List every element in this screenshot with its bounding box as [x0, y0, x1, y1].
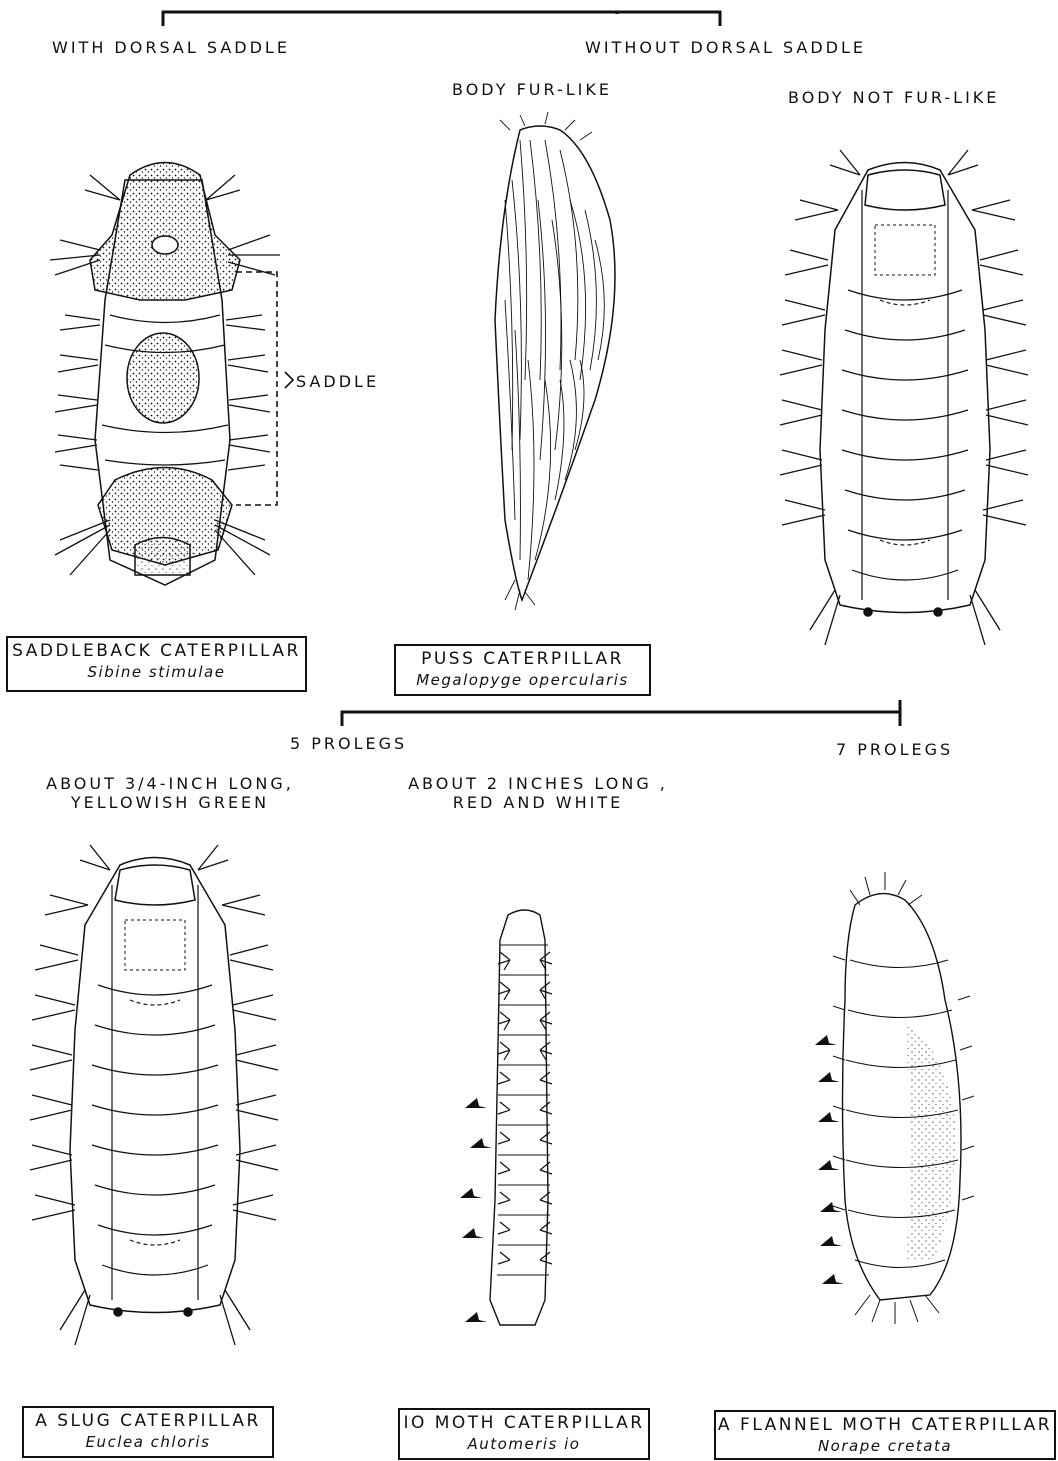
body-fur-like-label: BODY FUR-LIKE — [452, 80, 612, 99]
io-proleg-arrows — [460, 1098, 492, 1322]
slug-description: ABOUT 3/4-INCH LONG, YELLOWISH GREEN — [30, 774, 310, 812]
species-common-name: PUSS CATERPILLAR — [396, 648, 649, 670]
flannel-proleg-arrows — [815, 1035, 844, 1284]
saddleback-caterpillar-drawing — [50, 163, 280, 586]
species-scientific-name: Sibine stimulae — [8, 662, 305, 682]
saddle-callout-label: SADDLE — [296, 372, 379, 391]
io-description-line-2: RED AND WHITE — [398, 793, 678, 812]
saddle-callout-arrow — [285, 372, 293, 388]
species-scientific-name: Automeris io — [400, 1434, 648, 1454]
prolegs-bracket — [342, 700, 900, 726]
slug-description-line-1: ABOUT 3/4-INCH LONG, — [30, 774, 310, 793]
slug-species-box: A SLUG CATERPILLAR Euclea chloris — [22, 1406, 274, 1458]
species-scientific-name: Norape cretata — [716, 1436, 1054, 1456]
saddle-callout-bracket — [236, 272, 277, 505]
flannel-moth-caterpillar-drawing — [815, 872, 974, 1324]
seven-prolegs-label: 7 PROLEGS — [836, 740, 953, 759]
without-dorsal-saddle-label: WITHOUT DORSAL SADDLE — [585, 38, 866, 57]
io-description-line-1: ABOUT 2 INCHES LONG , — [398, 774, 678, 793]
species-common-name: IO MOTH CATERPILLAR — [400, 1412, 648, 1434]
saddleback-species-box: SADDLEBACK CATERPILLAR Sibine stimulae — [6, 636, 307, 692]
species-common-name: A SLUG CATERPILLAR — [24, 1410, 272, 1432]
io-description: ABOUT 2 INCHES LONG , RED AND WHITE — [398, 774, 678, 812]
puss-species-box: PUSS CATERPILLAR Megalopyge opercularis — [394, 644, 651, 696]
species-common-name: A FLANNEL MOTH CATERPILLAR — [716, 1414, 1054, 1436]
body-not-fur-like-caterpillar-drawing — [780, 150, 1028, 645]
with-dorsal-saddle-label: WITH DORSAL SADDLE — [52, 38, 290, 57]
io-moth-caterpillar-drawing — [460, 910, 552, 1325]
body-not-fur-like-label: BODY NOT FUR-LIKE — [788, 88, 999, 107]
species-scientific-name: Euclea chloris — [24, 1432, 272, 1452]
saddle-bracket — [163, 12, 720, 26]
slug-description-line-2: YELLOWISH GREEN — [30, 793, 310, 812]
slug-caterpillar-drawing — [30, 845, 278, 1345]
flannel-species-box: A FLANNEL MOTH CATERPILLAR Norape cretat… — [714, 1410, 1056, 1460]
five-prolegs-label: 5 PROLEGS — [290, 734, 407, 753]
species-scientific-name: Megalopyge opercularis — [396, 670, 649, 690]
io-species-box: IO MOTH CATERPILLAR Automeris io — [398, 1408, 650, 1460]
species-common-name: SADDLEBACK CATERPILLAR — [8, 640, 305, 662]
puss-caterpillar-drawing — [495, 112, 615, 610]
